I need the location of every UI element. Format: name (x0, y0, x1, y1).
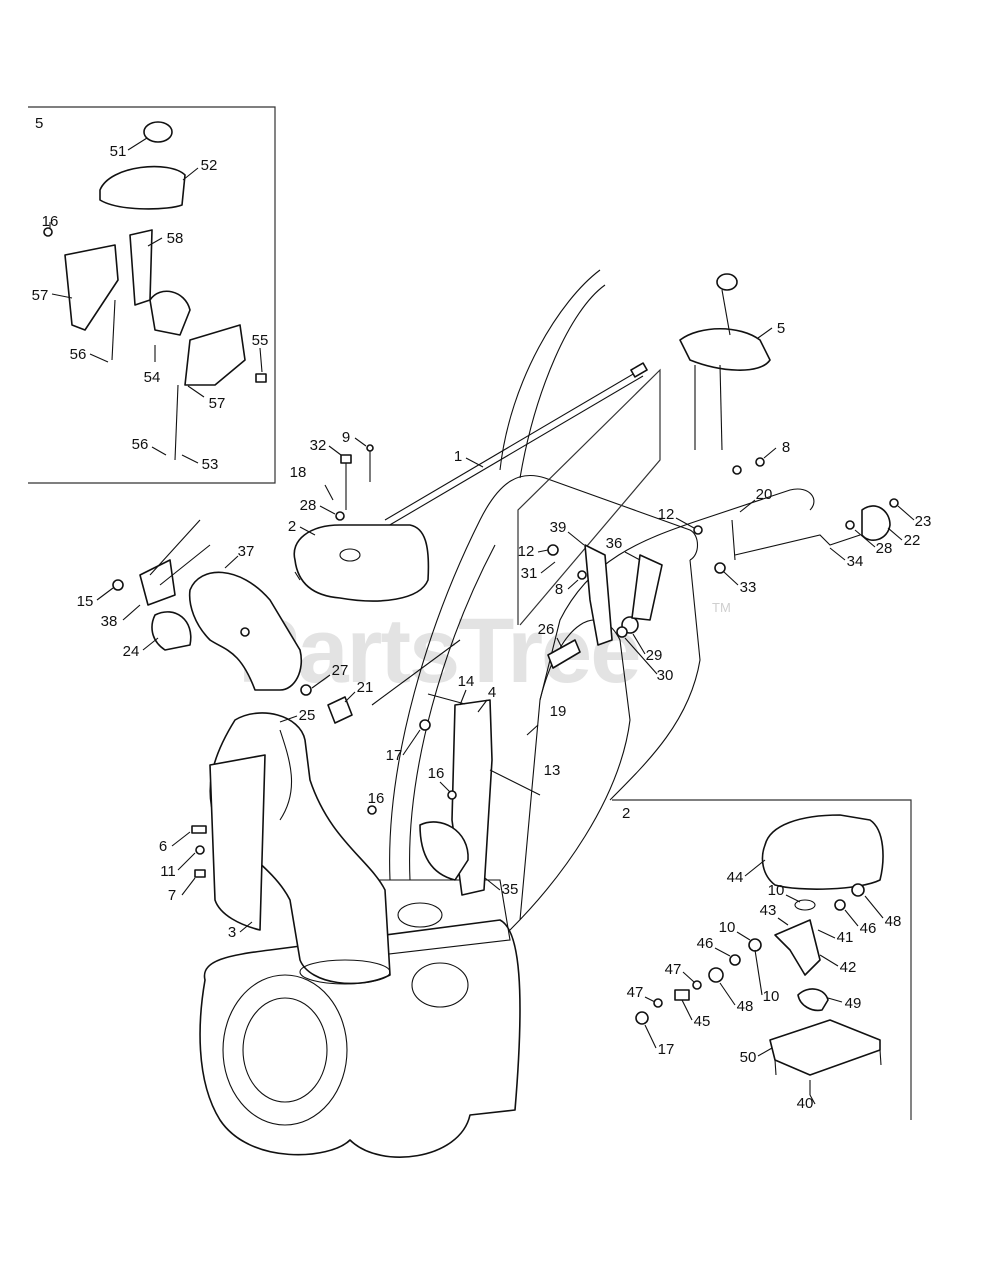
callout-5: 5 (777, 320, 785, 337)
auger-housing (199, 879, 521, 1158)
callouts: 51 52 16 58 57 55 56 54 57 56 53 5 8 9 3… (32, 137, 932, 1112)
callout-42: 42 (840, 959, 857, 976)
callout-44: 44 (727, 869, 744, 886)
callout-32: 32 (310, 437, 327, 454)
watermark-trademark: TM (712, 600, 731, 615)
inset-5-frame: 5 (28, 106, 276, 484)
inset-2-frame: 2 (612, 799, 912, 1120)
rod-callout-box (517, 368, 661, 626)
callout-3: 3 (228, 924, 236, 941)
callout-30: 30 (657, 667, 674, 684)
callout-48-bottom: 48 (737, 998, 754, 1015)
callout-35: 35 (502, 881, 519, 898)
callout-28-crank: 28 (876, 540, 893, 557)
callout-51: 51 (110, 143, 127, 160)
callout-57-top: 57 (32, 287, 49, 304)
callout-22: 22 (904, 532, 921, 549)
chute-bolts (191, 825, 207, 878)
chute-small-parts (300, 684, 353, 724)
callout-52: 52 (201, 157, 218, 174)
inset-5-detail (43, 121, 267, 461)
callout-48-top: 48 (885, 913, 902, 930)
callout-56-bottom: 56 (132, 436, 149, 453)
callout-27: 27 (332, 662, 349, 679)
callout-46-top: 46 (860, 920, 877, 937)
callout-56-top: 56 (70, 346, 87, 363)
inset-5-title: 5 (35, 115, 43, 132)
callout-47-top: 47 (665, 961, 682, 978)
callout-29: 29 (646, 647, 663, 664)
control-panel-5 (679, 273, 771, 475)
lower-chute-3 (209, 754, 266, 931)
callout-14: 14 (458, 673, 475, 690)
inset-2-title: 2 (622, 805, 630, 822)
callout-36: 36 (606, 535, 623, 552)
callout-16-inset: 16 (42, 213, 59, 230)
control-bracket-4 (419, 693, 541, 896)
callout-37: 37 (238, 543, 255, 560)
callout-10-top: 10 (768, 882, 785, 899)
callout-1: 1 (454, 448, 462, 465)
callout-43: 43 (760, 902, 777, 919)
deflector-37 (188, 571, 302, 691)
callout-12-top: 12 (658, 506, 675, 523)
callout-7: 7 (168, 887, 176, 904)
callout-6: 6 (159, 838, 167, 855)
chute-cap-2 (293, 524, 430, 602)
callout-38: 38 (101, 613, 118, 630)
bracket-plates (547, 544, 663, 646)
callout-13: 13 (544, 762, 561, 779)
callout-39: 39 (550, 519, 567, 536)
callout-45: 45 (694, 1013, 711, 1030)
callout-17-main: 17 (386, 747, 403, 764)
callout-23: 23 (915, 513, 932, 530)
callout-17-inset: 17 (658, 1041, 675, 1058)
callout-2-main: 2 (288, 518, 296, 535)
callout-11: 11 (160, 863, 176, 880)
callout-54: 54 (144, 369, 161, 386)
callout-4: 4 (488, 684, 496, 701)
callout-25: 25 (299, 707, 316, 724)
callout-58: 58 (167, 230, 184, 247)
callout-10-bottom: 10 (763, 988, 780, 1005)
callout-8-main: 8 (782, 439, 790, 456)
callout-15: 15 (77, 593, 94, 610)
callout-31: 31 (521, 565, 538, 582)
rod-1 (384, 362, 648, 527)
callout-19: 19 (550, 703, 567, 720)
callout-9: 9 (342, 429, 350, 446)
callout-47-bottom: 47 (627, 984, 644, 1001)
shaft-26 (547, 616, 639, 669)
callout-21: 21 (357, 679, 374, 696)
callout-57-bottom: 57 (209, 395, 226, 412)
crank-assembly (714, 498, 899, 574)
callout-50: 50 (740, 1049, 757, 1066)
cap-fasteners (324, 444, 374, 521)
callout-46-bottom: 46 (697, 935, 714, 952)
callout-53: 53 (202, 456, 219, 473)
callout-49: 49 (845, 995, 862, 1012)
callout-16-chute: 16 (368, 790, 385, 807)
callout-20: 20 (756, 486, 773, 503)
callout-41: 41 (837, 929, 854, 946)
callout-8-bracket: 8 (555, 581, 563, 598)
callout-24: 24 (123, 643, 140, 660)
callout-18: 18 (290, 464, 307, 481)
callout-12-left: 12 (518, 543, 535, 560)
callout-26: 26 (538, 621, 555, 638)
cable-bracket (112, 519, 211, 651)
callout-10-mid: 10 (719, 919, 736, 936)
callout-34: 34 (847, 553, 864, 570)
callout-16-bracket: 16 (428, 765, 445, 782)
callout-33: 33 (740, 579, 757, 596)
callout-40: 40 (797, 1095, 814, 1112)
callout-28-cap: 28 (300, 497, 317, 514)
callout-55: 55 (252, 332, 269, 349)
